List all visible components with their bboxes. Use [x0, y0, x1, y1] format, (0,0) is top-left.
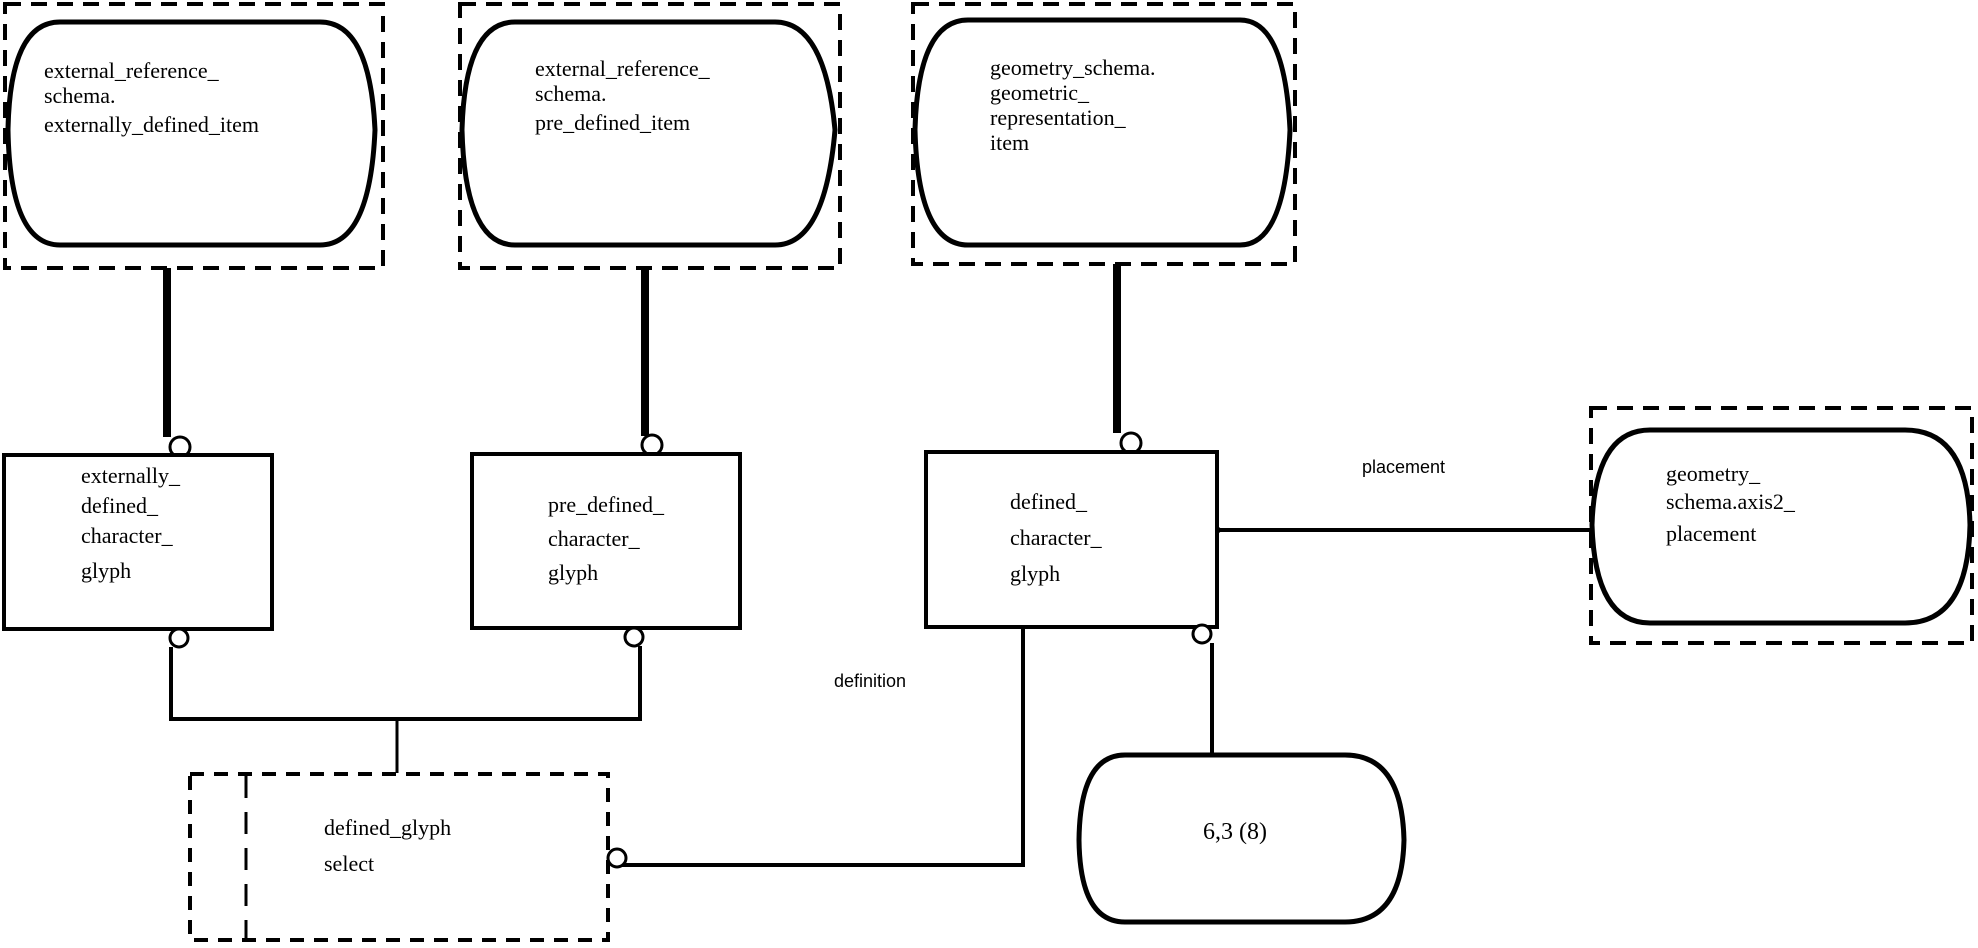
label-line: glyph [548, 560, 599, 585]
select-end-circle [168, 627, 190, 649]
label-line: geometry_ [1666, 461, 1761, 486]
label-line: glyph [1010, 561, 1061, 586]
label-line: glyph [81, 558, 132, 583]
label-line: character_ [548, 526, 640, 551]
label-line: defined_glyph [324, 815, 452, 840]
label-line: schema. [535, 81, 607, 106]
axis2-placement-label: geometry_ schema.axis2_ placement [1666, 460, 1795, 548]
label-line: external_reference_ [44, 58, 219, 83]
label-line: select [324, 851, 375, 876]
geometric-representation-item-label: geometry_schema. geometric_ representati… [990, 55, 1156, 155]
definition-relationship-label: definition [834, 671, 907, 691]
label-line: externally_defined_item [44, 112, 260, 137]
pre-defined-character-glyph-label: pre_defined_ character_ glyph [548, 488, 664, 590]
defined-character-glyph-label: defined_ character_ glyph [1010, 484, 1102, 592]
select-end-circle [623, 626, 645, 648]
externally-defined-character-glyph-box[interactable] [2, 453, 274, 631]
pre-defined-item-node[interactable] [458, 2, 842, 270]
page-ref-end-circle [1191, 623, 1213, 645]
pre-defined-item-label: external_reference_ schema. pre_defined_… [535, 56, 710, 135]
select-connector [169, 646, 642, 721]
defined-character-glyph-box[interactable] [924, 450, 1219, 629]
pre-defined-character-glyph-box[interactable] [470, 452, 742, 630]
label-line: schema. [44, 83, 116, 108]
definition-end-circle [606, 847, 628, 869]
label-line: character_ [1010, 525, 1102, 550]
label-line: representation_ [990, 105, 1126, 130]
label-line: item [990, 130, 1030, 155]
label-line: placement [1666, 521, 1757, 546]
dashed-frame [188, 772, 610, 942]
label-line: geometry_schema. [990, 55, 1156, 80]
label-line: external_reference_ [535, 56, 710, 81]
label-line: character_ [81, 523, 173, 548]
page-reference-label: 6,3 (8) [1203, 819, 1267, 845]
externally-defined-item-node[interactable] [3, 2, 385, 270]
placement-start-dot [1215, 527, 1221, 533]
externally-defined-item-label: external_reference_ schema. externally_d… [44, 58, 259, 137]
defined-glyph-select-node[interactable] [188, 772, 610, 942]
rounded-node-outline [1589, 427, 1973, 626]
label-line: pre_defined_ [548, 492, 665, 517]
defined-glyph-select-label: defined_glyph select [324, 810, 451, 882]
geometric-representation-item-node[interactable] [911, 2, 1297, 266]
definition-connector [619, 627, 1025, 867]
axis2-placement-node[interactable] [1589, 406, 1974, 645]
label-line: defined_ [81, 493, 158, 518]
rounded-node-outline [912, 17, 1293, 248]
dashed-frame [3, 2, 385, 270]
label-line: schema.axis2_ [1666, 489, 1795, 514]
label-line: geometric_ [990, 80, 1089, 105]
placement-relationship-label: placement [1362, 457, 1446, 477]
label-line: externally_ [81, 463, 180, 488]
rounded-node-outline [5, 19, 378, 248]
page-reference-node[interactable] [1076, 752, 1407, 925]
rounded-node-outline [459, 19, 838, 248]
label-line: defined_ [1010, 489, 1087, 514]
externally-defined-character-glyph-label: externally_ defined_ character_ glyph [81, 461, 180, 586]
label-line: pre_defined_item [535, 110, 691, 135]
